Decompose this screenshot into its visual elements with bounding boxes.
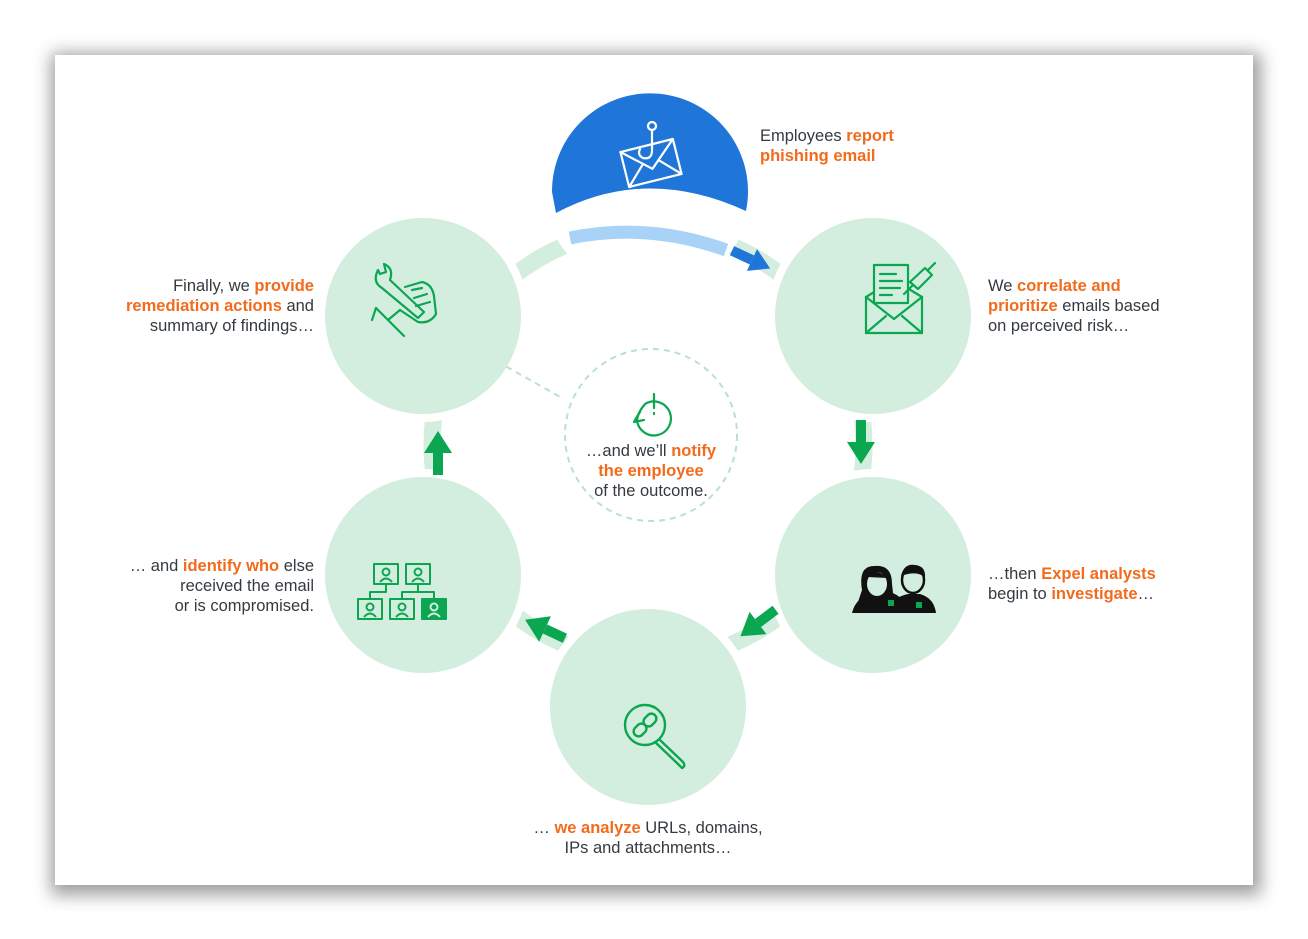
prioritized-email-icon xyxy=(864,261,937,335)
step-circle-identify xyxy=(325,477,521,673)
text: or is compromised. xyxy=(174,597,314,615)
caption-correlate: We correlate and prioritize emails based… xyxy=(988,276,1160,336)
highlight: provide xyxy=(254,277,314,295)
arrow-identify-to-remediate xyxy=(424,431,452,475)
phishing-email-icon xyxy=(619,120,683,189)
text: begin to xyxy=(988,585,1052,603)
highlight: report xyxy=(846,127,894,145)
arrow-analyze-to-identify xyxy=(525,616,568,643)
text: … xyxy=(533,819,555,837)
text: IPs and attachments… xyxy=(564,839,732,857)
org-chart-icon xyxy=(357,563,447,620)
text: emails based xyxy=(1057,297,1160,315)
highlight: we analyze xyxy=(554,819,641,837)
caption-analyze: … we analyze URLs, domains, IPs and atta… xyxy=(498,818,798,858)
step-circle-remediate xyxy=(325,218,521,414)
step-circle-report xyxy=(551,93,748,257)
analysts-icon xyxy=(852,564,936,613)
highlight: prioritize xyxy=(988,297,1058,315)
arrow-correlate-to-investigate xyxy=(847,420,875,464)
highlight: investigate xyxy=(1051,585,1138,603)
text: of the outcome. xyxy=(594,482,708,500)
step-circle-correlate xyxy=(775,218,971,414)
text: …then xyxy=(988,565,1042,583)
highlight: notify xyxy=(671,442,717,460)
text: summary of findings… xyxy=(149,317,314,335)
highlight: the employee xyxy=(598,462,704,480)
arrow-report-to-correlate xyxy=(729,246,771,271)
text: Employees xyxy=(760,127,847,145)
text: else xyxy=(279,557,314,575)
text: … xyxy=(1137,585,1155,603)
text: received the email xyxy=(180,577,314,595)
text: URLs, domains, xyxy=(640,819,763,837)
text: Finally, we xyxy=(173,277,255,295)
step-circle-analyze xyxy=(550,609,746,805)
highlight: identify who xyxy=(182,557,280,575)
highlight: Expel analysts xyxy=(1041,565,1156,583)
text: on perceived risk… xyxy=(988,317,1130,335)
dashed-connector xyxy=(467,344,563,399)
caption-center: …and we’ll notify the employee of the ou… xyxy=(551,441,751,501)
link-magnifier-icon xyxy=(623,703,686,770)
report-arc-highlight xyxy=(568,225,729,257)
arrow-investigate-to-analyze xyxy=(740,605,779,637)
cycle-arrows xyxy=(424,246,875,643)
text: … and xyxy=(129,557,183,575)
caption-remediate: Finally, we provide remediation actions … xyxy=(60,276,314,336)
alert-bubble-icon xyxy=(632,392,672,437)
text: …and we’ll xyxy=(585,442,672,460)
highlight: correlate and xyxy=(1017,277,1121,295)
highlight: remediation actions xyxy=(126,297,282,315)
step-circles xyxy=(325,218,971,805)
text: and xyxy=(281,297,314,315)
highlight: phishing email xyxy=(760,147,876,165)
caption-identify: … and identify who else received the ema… xyxy=(60,556,314,616)
wrench-hand-icon xyxy=(370,262,438,338)
text: We xyxy=(988,277,1018,295)
caption-report: Employees report phishing email xyxy=(760,126,894,166)
caption-investigate: …then Expel analysts begin to investigat… xyxy=(988,564,1156,604)
